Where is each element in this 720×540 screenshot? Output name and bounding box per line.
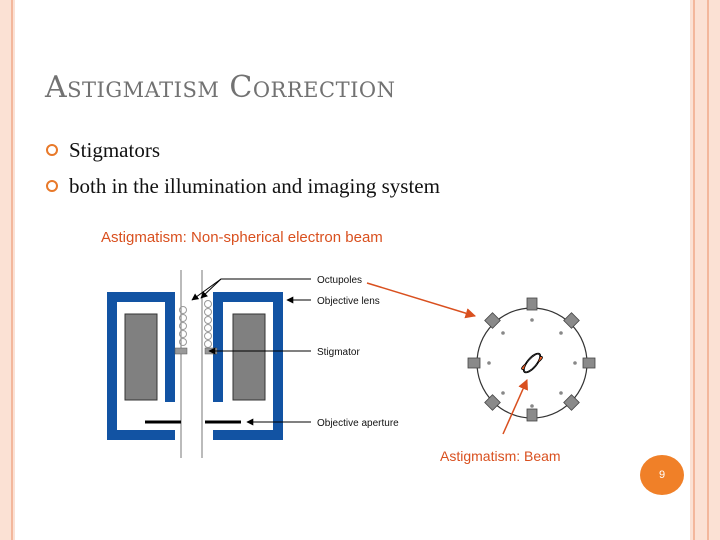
label-objective-aperture: Objective aperture bbox=[317, 418, 399, 429]
bullet-icon bbox=[46, 144, 58, 156]
stigmator-left bbox=[174, 347, 188, 355]
beam-icon bbox=[521, 352, 543, 374]
bullet-item: both in the illumination and imaging sys… bbox=[46, 168, 440, 204]
label-stigmator: Stigmator bbox=[317, 347, 360, 358]
octupole-coils bbox=[179, 300, 212, 348]
pointer-octupoles-to-beam bbox=[366, 282, 477, 319]
right-border-line bbox=[693, 0, 695, 540]
label-beam: Astigmatism: Beam bbox=[440, 448, 561, 464]
bullet-item: Stigmators bbox=[46, 132, 440, 168]
page-number-badge: 9 bbox=[640, 455, 684, 495]
right-border-decoration bbox=[690, 0, 720, 540]
bullet-text: both in the illumination and imaging sys… bbox=[69, 173, 440, 198]
lens-coil-left bbox=[124, 313, 158, 401]
right-border-line bbox=[707, 0, 709, 540]
diagram-caption: Astigmatism: Non-spherical electron beam bbox=[101, 229, 383, 246]
left-border-line bbox=[11, 0, 13, 540]
pole-dots bbox=[487, 318, 577, 408]
bullet-list: Stigmators both in the illumination and … bbox=[46, 132, 440, 204]
lens-pole-right-inner bbox=[213, 302, 223, 402]
page-number: 9 bbox=[658, 469, 666, 481]
pole-pieces bbox=[467, 297, 596, 422]
pointer-octupoles bbox=[191, 278, 222, 301]
bullet-text: Stigmators bbox=[69, 137, 161, 162]
slide-title: Astigmatism Correction bbox=[45, 70, 396, 105]
lens-coil-right bbox=[232, 313, 266, 401]
lens-pole-left-inner bbox=[165, 302, 175, 402]
objective-lens-left bbox=[107, 292, 175, 440]
astigmatism-diagram: Astigmatism: Non-spherical electron beam… bbox=[101, 229, 596, 464]
label-octupoles: Octupoles bbox=[317, 275, 362, 286]
pointer-beam bbox=[502, 379, 528, 435]
objective-lens-right bbox=[213, 292, 283, 440]
bullet-icon bbox=[46, 180, 58, 192]
label-objective-lens: Objective lens bbox=[317, 296, 380, 307]
